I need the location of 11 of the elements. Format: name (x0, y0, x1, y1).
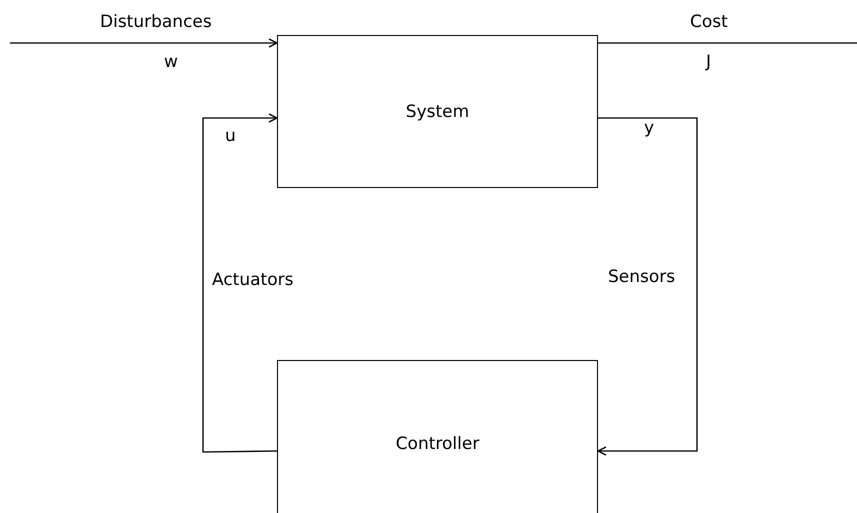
signal-label: w (164, 52, 178, 72)
signal-label: J (706, 52, 712, 72)
arrow (10, 38, 278, 48)
box-label: System (406, 102, 470, 122)
signal-label: u (225, 126, 236, 146)
process-box (277, 360, 598, 513)
arrow (597, 117, 698, 456)
arrow (202, 113, 278, 453)
process-box (277, 35, 598, 188)
box-label: Controller (396, 434, 480, 454)
signal-label: y (644, 118, 654, 138)
